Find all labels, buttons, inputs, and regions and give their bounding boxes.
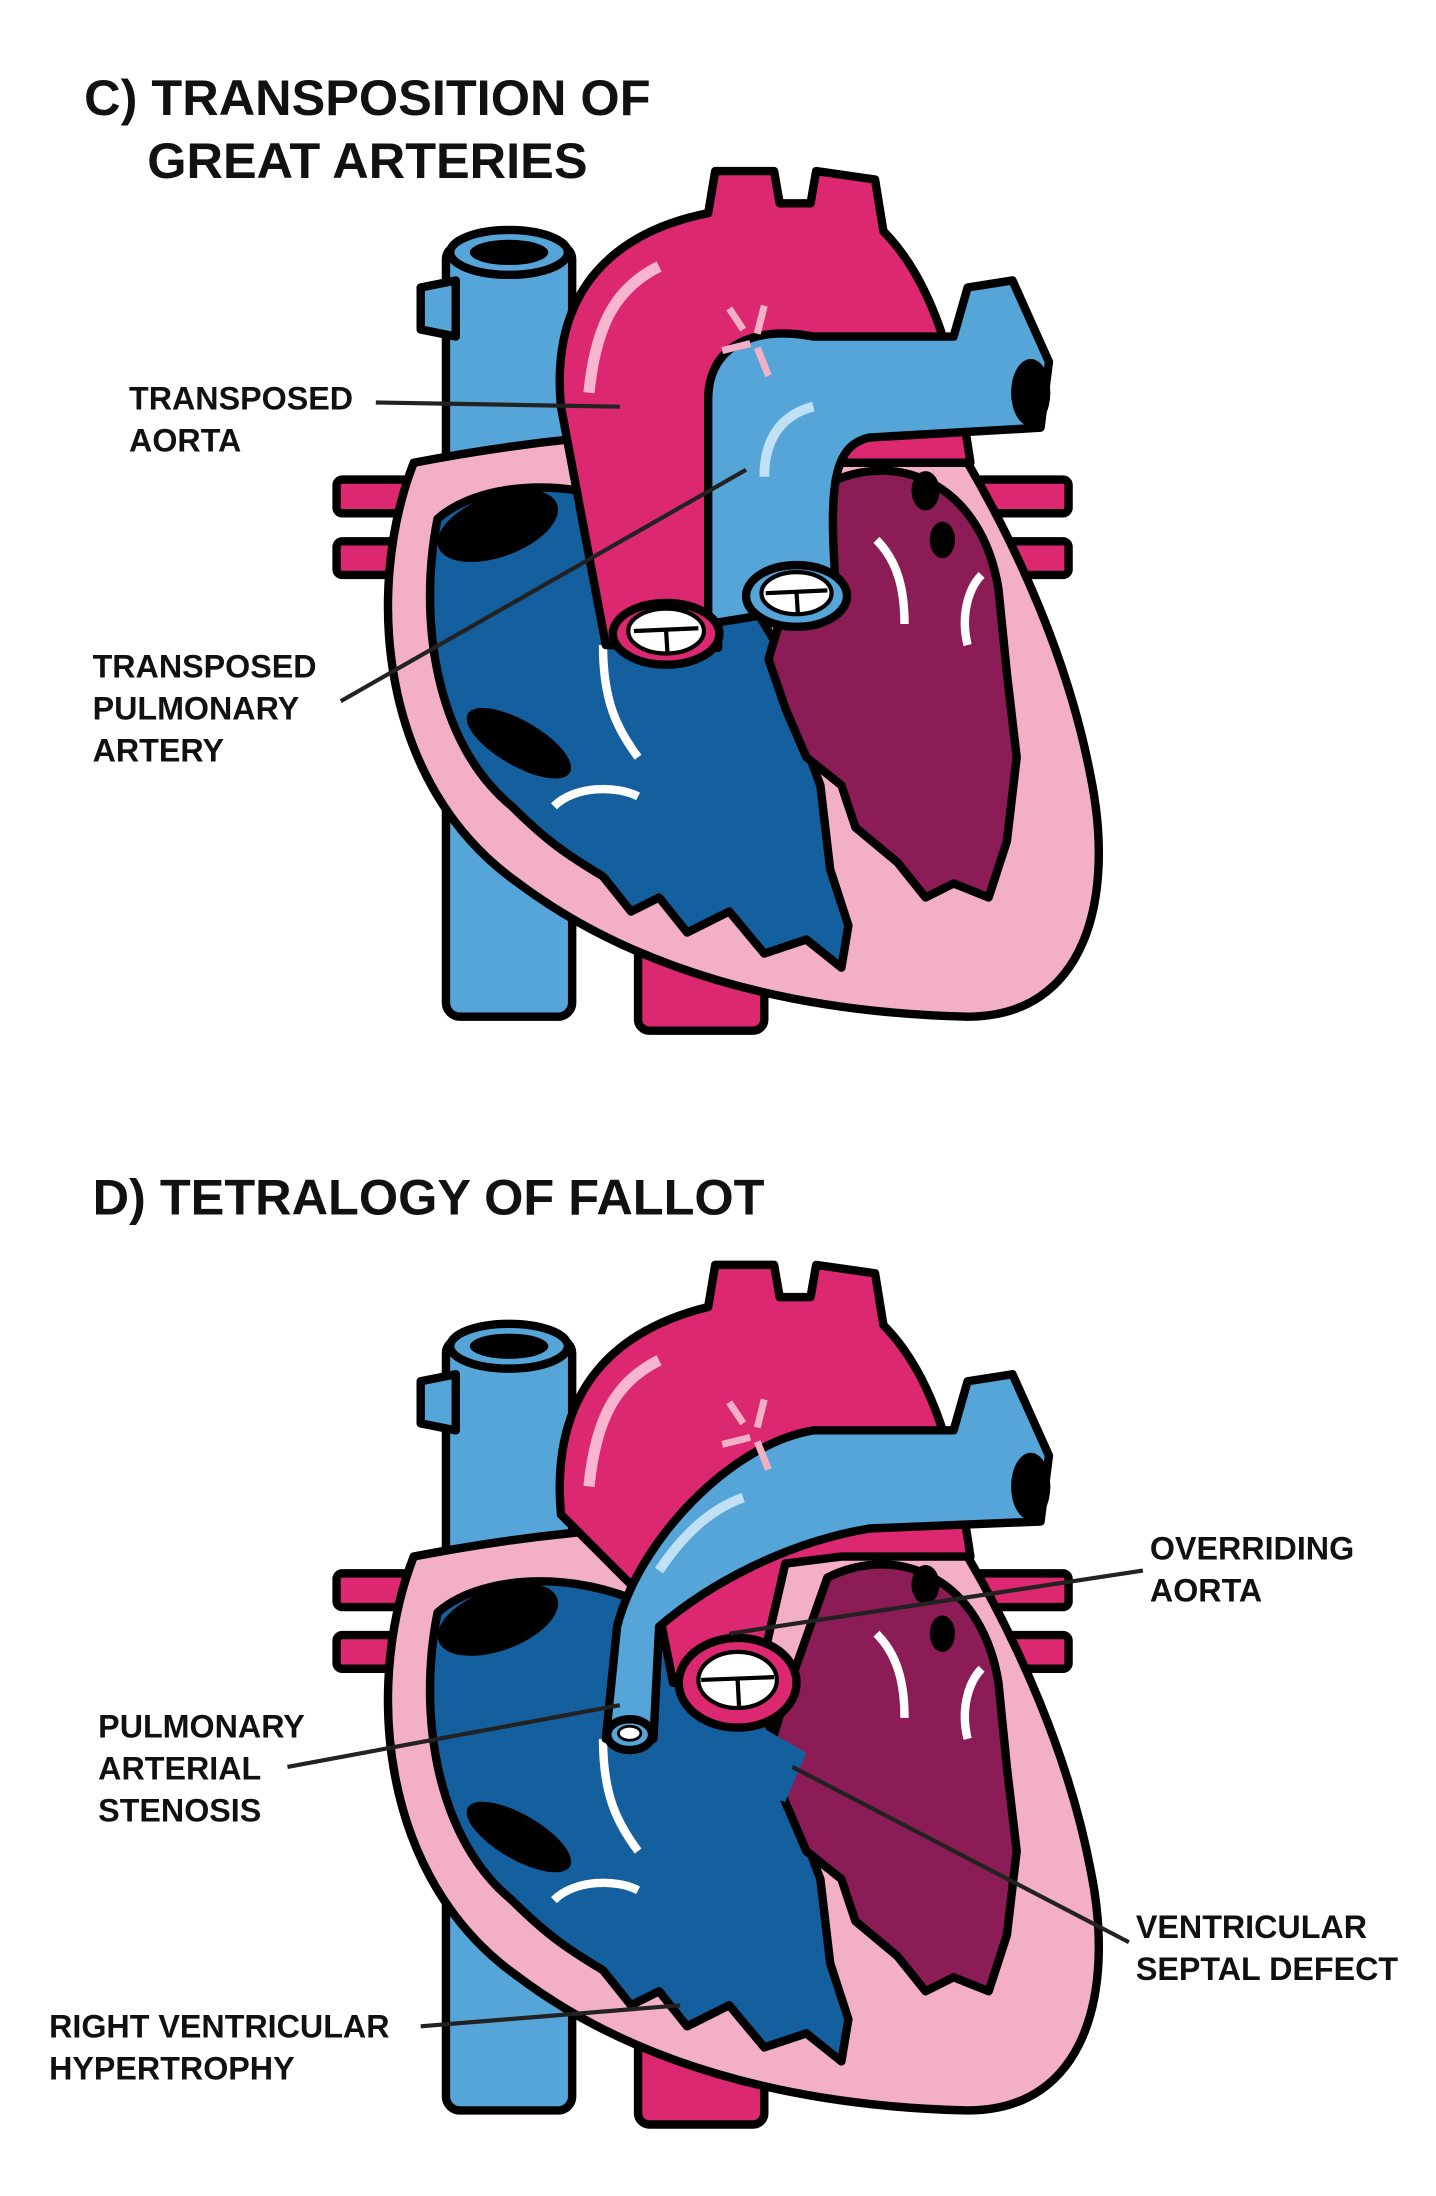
leader-line-overriding-aorta [728,1568,1144,1636]
panel-c-title-line2: GREAT ARTERIES [147,132,587,189]
panel-d-title: D) TETRALOGY OF FALLOT [93,1168,765,1225]
leader-line-aorta [375,400,620,409]
leader-line-vsd [791,1765,1130,1945]
leader-line-pulmonary [339,467,748,703]
label-pas-3: STENOSIS [98,1793,261,1829]
label-vsd-1: VENTRICULAR [1136,1909,1367,1945]
transposed-pulmonary-artery [703,276,1054,629]
label-rvh-1: RIGHT VENTRICULAR [49,2009,389,2045]
label-rvh-2: HYPERTROPHY [49,2051,295,2087]
label-transposed-aorta-2: AORTA [129,423,241,459]
panel-d: D) TETRALOGY OF FALLOT OVERRIDING AORTA … [49,1168,1398,2124]
label-overriding-aorta-1: OVERRIDING [1150,1530,1354,1566]
label-pas-1: PULMONARY [98,1708,305,1744]
septal-defect [757,1724,807,1802]
leader-line-stenosis [287,1703,621,1769]
label-overriding-aorta-2: AORTA [1150,1572,1262,1608]
label-pas-2: ARTERIAL [98,1751,261,1787]
label-transposed-aorta-1: TRANSPOSED [129,380,353,416]
panel-c-title-line1: C) TRANSPOSITION OF [84,69,650,126]
label-transposed-pa-3: ARTERY [93,732,224,768]
leader-line-rvh [420,2003,681,2029]
stenotic-pulmonary-artery [601,1370,1054,1744]
label-transposed-pa-1: TRANSPOSED [93,648,317,684]
panel-c: C) TRANSPOSITION OF GREAT ARTERIES TRANS… [84,69,1099,1031]
label-transposed-pa-2: PULMONARY [93,690,300,726]
label-vsd-2: SEPTAL DEFECT [1136,1951,1399,1987]
